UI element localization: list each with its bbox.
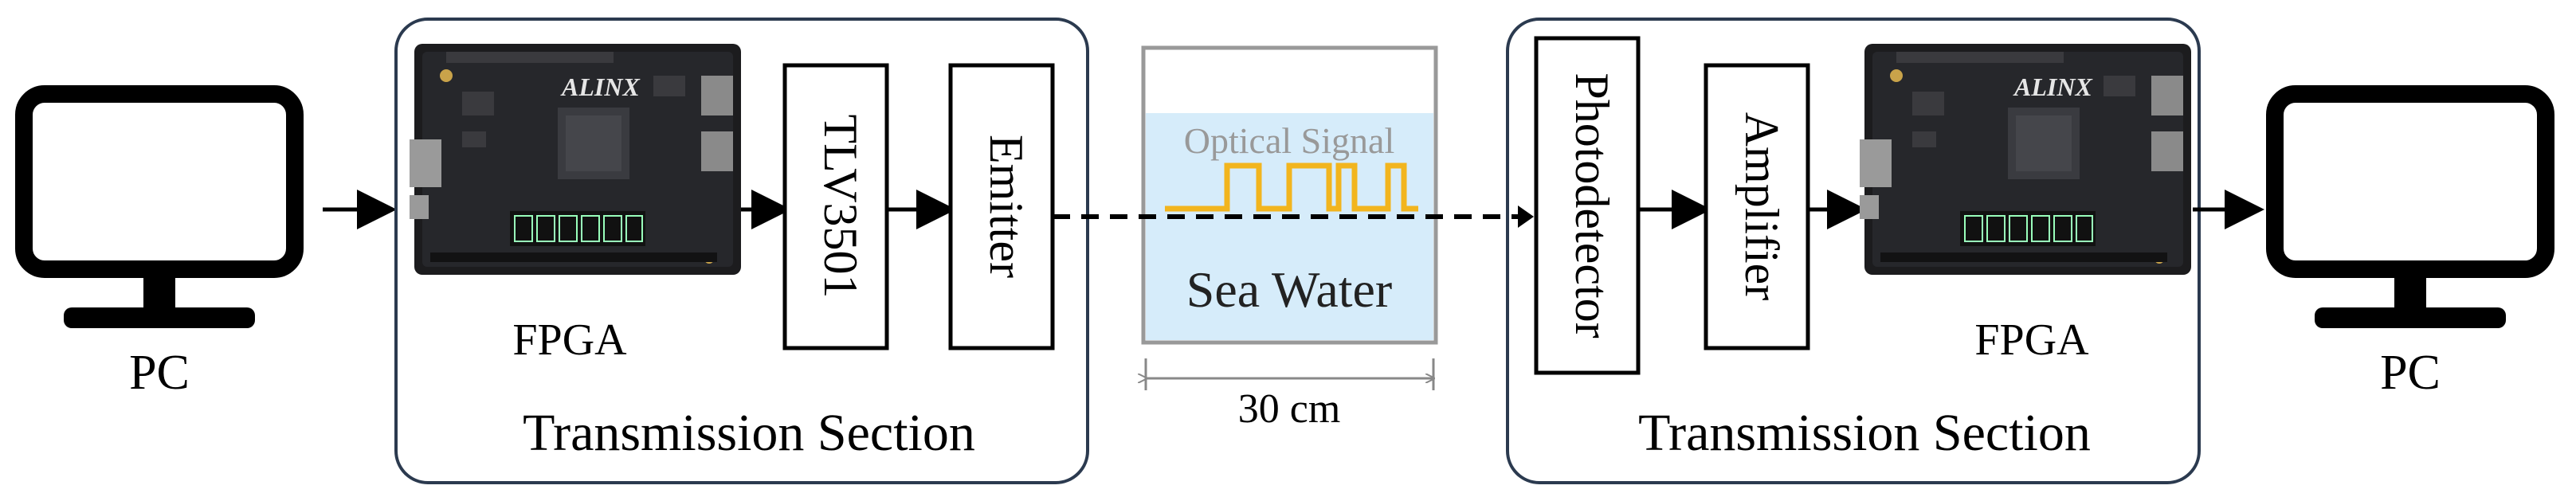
section-border xyxy=(1506,18,2201,484)
section-label: Transmission Section xyxy=(1638,404,2091,462)
left-pc: PC xyxy=(24,94,295,400)
transmitter-section: ALINX FPGA TLV3501 Emitter Transmission … xyxy=(394,18,1089,484)
receiver-section: Photodetector Amplifier ALINX FPGA Trans… xyxy=(1506,18,2201,484)
optical-signal-waveform xyxy=(1165,162,1418,212)
board-brand-label: ALINX xyxy=(560,72,640,101)
section-label: Transmission Section xyxy=(523,404,975,462)
optical-link-arrowhead xyxy=(1518,205,1534,228)
sea-water-fill xyxy=(1146,113,1433,340)
emitter-label: Emitter xyxy=(980,135,1033,278)
emitter-block xyxy=(948,63,1055,350)
fpga-label: FPGA xyxy=(1974,315,2089,365)
pc-label: PC xyxy=(2380,346,2441,400)
photodetector-block xyxy=(1534,36,1641,375)
pc-label: PC xyxy=(129,346,190,400)
tlv3501-block xyxy=(782,63,889,350)
section-border xyxy=(394,18,1089,484)
amplifier-block xyxy=(1704,63,1810,350)
sea-water-label: Sea Water xyxy=(1186,261,1392,318)
distance-label: 30 cm xyxy=(1238,386,1341,432)
right-pc: PC xyxy=(2275,94,2546,400)
monitor-icon xyxy=(2275,94,2546,328)
water-channel: Optical Signal Sea Water 30 cm xyxy=(1143,45,1438,432)
tlv3501-label: TLV3501 xyxy=(814,114,867,298)
fpga-label: FPGA xyxy=(512,315,627,365)
photodetector-label: Photodetector xyxy=(1566,72,1618,338)
monitor-icon xyxy=(24,94,295,328)
optical-signal-label: Optical Signal xyxy=(1184,120,1394,161)
board-brand-label: ALINX xyxy=(2013,72,2092,101)
amplifier-label: Amplifier xyxy=(1735,112,1788,301)
